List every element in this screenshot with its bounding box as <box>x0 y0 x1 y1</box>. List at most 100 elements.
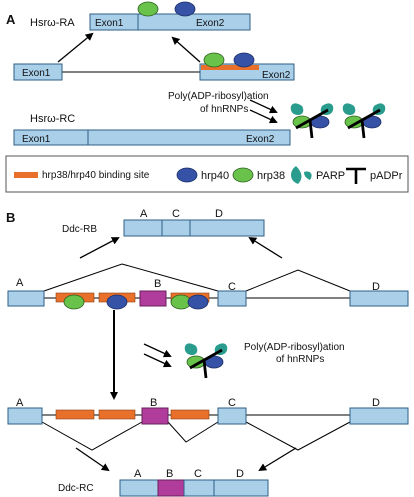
ddc-rc-exon-d <box>213 479 269 497</box>
panel-b-label: B <box>6 210 15 225</box>
binding-site <box>55 409 95 420</box>
ddc-bottom-exon-d-label: D <box>372 397 380 409</box>
legend: hrp38/hrp40 binding site hrp40 hrp38 PAR… <box>5 155 409 193</box>
parylation-arrow-b2 <box>143 353 172 368</box>
hsr-genomic: Exon1 Exon2 <box>13 52 295 81</box>
ddc-bottom-exon-c <box>217 407 247 425</box>
binding-site <box>98 409 136 420</box>
parylation-text-b-line2: of hnRNPs <box>276 354 324 365</box>
padpr-icon <box>295 108 329 139</box>
ddc-rc-exon-d-label: D <box>236 468 244 480</box>
hsr-rc-exon2-label: Exon2 <box>246 134 275 145</box>
legend-parp-label: PARP <box>316 170 345 182</box>
ddc-bottom-exon-a <box>7 407 43 425</box>
ddc-rc-exon-a <box>119 479 159 497</box>
ddc-rb-exon-a <box>123 219 163 237</box>
hsr-rc-transcript: Exon1 Exon2 <box>13 129 291 146</box>
parp-icon <box>291 166 312 184</box>
ddc-rb-label: Ddc-RB <box>62 224 97 235</box>
ddc-rb-exon-d <box>189 219 265 237</box>
binding-site <box>170 409 210 420</box>
ddc-rc-exon-a-label: A <box>134 468 142 480</box>
arrow-to-ra-from-exon2 <box>171 36 201 63</box>
legend-hrp38-label: hrp38 <box>257 170 285 182</box>
arrow-to-rb-right <box>248 236 283 259</box>
genomic-exon2-label: Exon2 <box>262 70 291 81</box>
genomic-exon1-label: Exon1 <box>22 68 51 79</box>
ddc-rc-exon-c-label: C <box>194 468 202 480</box>
parylation-text-a-line1: Poly(ADP-ribosyl)ation <box>168 91 269 102</box>
ddc-top-exon-b-label: B <box>154 278 161 290</box>
hsr-ra-transcript: Exon1 Exon2 <box>89 1 251 31</box>
hrp40-icon <box>174 1 196 17</box>
hsr-ra-label: Hsrω-RA <box>30 17 75 29</box>
legend-binding-site-swatch <box>14 172 38 178</box>
hrp38-icon <box>232 167 254 183</box>
parylation-text-a-line2: of hnRNPs <box>200 104 248 115</box>
parp-icon <box>342 103 356 116</box>
arrow-to-rb-left <box>79 237 120 259</box>
arrow-to-ra-from-exon1 <box>57 32 94 63</box>
hrp38-icon <box>137 1 159 17</box>
hrp40-icon <box>176 167 198 183</box>
ddc-rc-transcript: A B C D <box>119 468 269 497</box>
hsr-rc-exon2 <box>87 129 291 146</box>
ddc-rc-exon-c <box>183 479 215 497</box>
arrow-to-rc-left <box>75 447 110 472</box>
hsr-rc-exon1-label: Exon1 <box>22 134 51 145</box>
hsr-rc-label: Hsrω-RC <box>30 113 75 125</box>
arrow-to-rc-right <box>258 447 297 472</box>
ddc-rb-transcript: A C D <box>123 208 265 237</box>
parylated-hnrnp-complex <box>290 103 334 139</box>
ddc-bottom-exon-b-label: B <box>150 397 157 409</box>
hrp38-icon <box>203 52 225 68</box>
ddc-genomic-top: A B C D <box>7 263 409 310</box>
ddc-rb-exon-a-label: A <box>140 208 148 220</box>
parylation-text-b-line1: Poly(ADP-ribosyl)ation <box>244 342 345 353</box>
hrp38-icon <box>63 294 85 310</box>
legend-box <box>5 155 409 193</box>
ddc-bottom-exon-d <box>349 407 409 425</box>
padpr-icon <box>189 348 223 379</box>
hrp40-icon <box>106 294 128 310</box>
splice-junction-c-d <box>245 269 351 292</box>
hrp40-icon <box>187 294 209 310</box>
parylation-arrow-a2 <box>249 109 278 124</box>
splice-junction-b-c <box>167 421 219 443</box>
hrp40-icon <box>233 52 255 68</box>
parp-icon <box>290 103 304 116</box>
ddc-rc-label: Ddc-RC <box>58 483 94 494</box>
ddc-rb-exon-c <box>161 219 191 237</box>
splice-junction-a-b <box>41 421 143 451</box>
ddc-genomic-bottom: A B C D <box>7 397 409 451</box>
parylation-arrow-b1 <box>143 343 172 358</box>
genomic-exon1 <box>13 63 63 81</box>
ddc-top-exon-d-label: D <box>372 281 380 293</box>
binding-site <box>201 65 259 70</box>
legend-hrp40-label: hrp40 <box>201 170 229 182</box>
padpr-icon <box>346 167 366 184</box>
panel-a-label: A <box>6 12 16 27</box>
ddc-top-exon-a <box>7 290 45 307</box>
ddc-rb-exon-d-label: D <box>215 208 223 220</box>
legend-binding-site-label: hrp38/hrp40 binding site <box>42 170 150 181</box>
hsr-ra-exon2 <box>137 13 251 31</box>
ddc-top-exon-a-label: A <box>16 277 24 289</box>
hsr-ra-exon1-label: Exon1 <box>95 18 124 29</box>
splice-junction-a-c <box>43 263 219 292</box>
ddc-rc-exon-b-label: B <box>166 468 173 480</box>
ddc-bottom-exon-a-label: A <box>16 397 24 409</box>
parylation-arrow-a1 <box>249 99 278 114</box>
ddc-top-exon-d <box>349 290 409 307</box>
legend-padpr-label: pADPr <box>370 170 403 182</box>
ddc-top-exon-c <box>217 290 247 307</box>
padpr-icon <box>347 108 381 139</box>
ddc-rb-exon-c-label: C <box>172 208 180 220</box>
ddc-top-exon-b <box>139 290 167 307</box>
ddc-bottom-exon-c-label: C <box>228 397 236 409</box>
ddc-rc-exon-b <box>157 479 185 497</box>
hsr-ra-exon2-label: Exon2 <box>196 18 225 29</box>
parp-icon <box>184 343 198 356</box>
parylated-hnrnp-complex <box>184 343 228 379</box>
